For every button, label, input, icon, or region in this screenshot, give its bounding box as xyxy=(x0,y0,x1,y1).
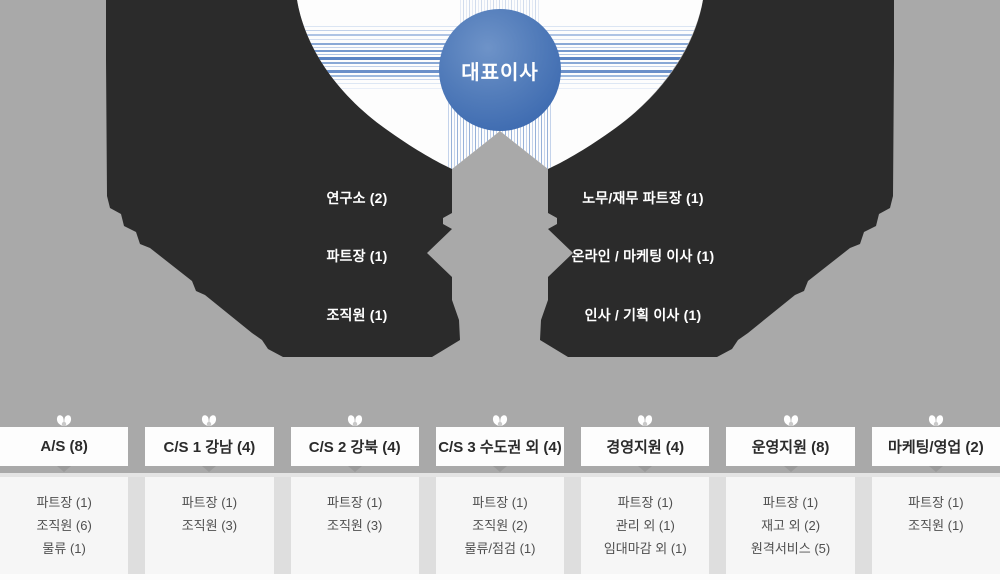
department-header: C/S 1 강남 (4) xyxy=(145,415,274,472)
department-members: 파트장 (1) 조직원 (1) xyxy=(871,477,1000,574)
right-branch-label-1: 온라인 / 마케팅 이사 (1) xyxy=(571,248,715,264)
right-branch-label-2: 인사 / 기획 이사 (1) xyxy=(584,307,702,323)
department-header: 경영지원 (4) xyxy=(581,415,710,472)
left-branch-label-2: 조직원 (1) xyxy=(326,307,388,323)
member-item: 파트장 (1) xyxy=(908,495,964,510)
bow-icon xyxy=(347,415,362,427)
member-item: 조직원 (6) xyxy=(36,518,92,533)
header-pointer xyxy=(202,466,217,472)
member-item: 조직원 (3) xyxy=(327,518,383,533)
ceo-label: 대표이사 xyxy=(461,61,539,84)
member-item: 파트장 (1) xyxy=(36,495,92,510)
member-item: 조직원 (1) xyxy=(908,518,964,533)
left-wing-shape xyxy=(106,0,460,357)
department-header: A/S (8) xyxy=(0,415,129,472)
department-list-section: 파트장 (1) 조직원 (6) 물류 (1) 파트장 (1) 조직원 (3) 파… xyxy=(0,477,1000,580)
member-item: 조직원 (3) xyxy=(181,518,238,533)
member-item: 물류/점검 (1) xyxy=(464,541,536,556)
member-item: 관리 외 (1) xyxy=(615,518,675,533)
header-pointer xyxy=(492,466,507,472)
ceo-node: 대표이사 xyxy=(439,9,561,131)
department-members: 파트장 (1) 조직원 (6) 물류 (1) xyxy=(0,477,129,574)
divider-strip xyxy=(0,473,1000,477)
member-item: 물류 (1) xyxy=(42,541,86,556)
member-item: 파트장 (1) xyxy=(617,495,673,510)
bow-icon xyxy=(638,415,653,427)
department-header: C/S 3 수도권 외 (4) xyxy=(435,415,565,472)
right-wing-shape xyxy=(540,0,894,357)
header-pointer xyxy=(57,466,72,472)
department-members: 파트장 (1) 조직원 (3) xyxy=(290,477,419,574)
header-pointer xyxy=(638,466,653,472)
member-item: 조직원 (2) xyxy=(472,518,528,533)
left-branch-label-1: 파트장 (1) xyxy=(326,248,388,264)
member-item: 재고 외 (2) xyxy=(761,518,821,533)
department-title: C/S 3 수도권 외 (4) xyxy=(438,439,562,456)
bow-icon xyxy=(492,415,508,427)
department-header-row: A/S (8) C/S 1 강남 (4) C/S 2 강북 (4) C/S 3 … xyxy=(0,415,1000,472)
department-title: A/S (8) xyxy=(40,438,88,455)
department-header: C/S 2 강북 (4) xyxy=(290,415,419,472)
bow-icon xyxy=(57,415,72,427)
member-item: 원격서비스 (5) xyxy=(750,541,831,556)
department-members: 파트장 (1) 관리 외 (1) 임대마감 외 (1) xyxy=(581,477,710,574)
header-pointer xyxy=(347,466,362,472)
department-members: 파트장 (1) 조직원 (3) xyxy=(145,477,274,574)
left-branch-label-0: 연구소 (2) xyxy=(326,190,388,206)
department-members: 파트장 (1) 조직원 (2) 물류/점검 (1) xyxy=(435,477,565,574)
department-header: 운영지원 (8) xyxy=(726,415,855,472)
member-item: 파트장 (1) xyxy=(762,495,819,510)
department-header: 마케팅/영업 (2) xyxy=(871,415,1000,472)
department-title: C/S 1 강남 (4) xyxy=(163,439,256,456)
bow-icon xyxy=(783,415,798,427)
org-chart-top-section: 대표이사 연구소 (2) 파트장 (1) 조직원 (1) 노무/재무 파트장 (… xyxy=(0,0,1000,473)
member-item: 파트장 (1) xyxy=(327,495,383,510)
right-branch-label-0: 노무/재무 파트장 (1) xyxy=(582,190,704,206)
header-pointer xyxy=(928,466,943,472)
department-title: 운영지원 (8) xyxy=(751,439,830,456)
member-item: 임대마감 외 (1) xyxy=(603,541,687,556)
department-title: 경영지원 (4) xyxy=(606,439,685,456)
department-list-row: 파트장 (1) 조직원 (6) 물류 (1) 파트장 (1) 조직원 (3) 파… xyxy=(0,477,1000,574)
bow-icon xyxy=(202,415,217,427)
header-pointer xyxy=(783,466,798,472)
department-members: 파트장 (1) 재고 외 (2) 원격서비스 (5) xyxy=(726,477,855,574)
member-item: 파트장 (1) xyxy=(472,495,528,510)
department-title: 마케팅/영업 (2) xyxy=(888,439,984,456)
member-item: 파트장 (1) xyxy=(181,495,238,510)
department-title: C/S 2 강북 (4) xyxy=(308,439,401,456)
bow-icon xyxy=(928,415,943,427)
